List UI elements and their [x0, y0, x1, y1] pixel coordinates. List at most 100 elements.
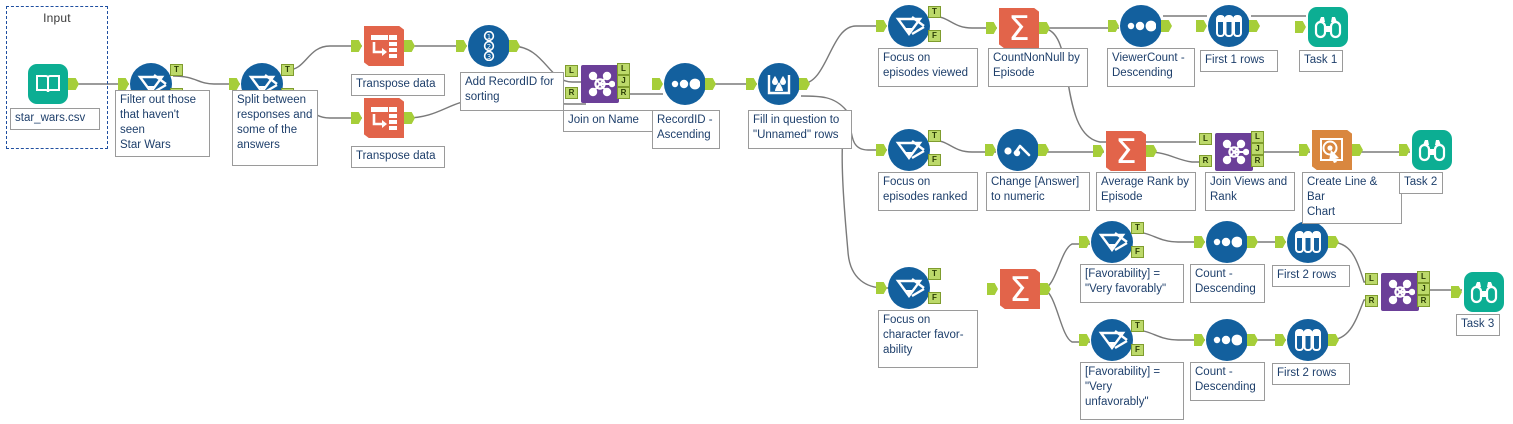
output-anchor-right[interactable]: R	[1417, 295, 1430, 307]
output-anchor-true[interactable]: T	[1131, 222, 1144, 234]
input-anchor-left[interactable]: L	[1199, 133, 1212, 145]
summarize-tool-favcount[interactable]: Σ	[987, 267, 1051, 311]
input-anchor[interactable]	[652, 78, 663, 90]
input-anchor[interactable]	[456, 40, 467, 52]
input-anchor[interactable]	[1295, 21, 1306, 33]
input-data-tool[interactable]	[26, 62, 79, 106]
input-anchor[interactable]	[351, 40, 362, 52]
input-anchor-right[interactable]: R	[1199, 155, 1212, 167]
output-anchor-join[interactable]: J	[1417, 283, 1430, 295]
input-anchor[interactable]	[985, 144, 996, 156]
transpose-tool-top[interactable]	[351, 24, 415, 68]
input-anchor[interactable]	[1275, 334, 1286, 346]
output-anchor[interactable]	[1040, 283, 1051, 295]
output-anchor-left[interactable]: L	[617, 63, 630, 75]
input-anchor[interactable]	[1194, 334, 1205, 346]
output-anchor-true[interactable]: T	[928, 6, 941, 18]
input-anchor-left[interactable]: L	[1365, 273, 1378, 285]
input-anchor[interactable]	[1079, 334, 1090, 346]
output-anchor-true[interactable]: T	[170, 64, 183, 76]
input-anchor[interactable]	[876, 144, 887, 156]
input-anchor[interactable]	[1194, 236, 1205, 248]
input-anchor-right[interactable]: R	[565, 87, 578, 99]
output-anchor-false[interactable]: F	[928, 30, 941, 42]
sample-tool-first1[interactable]	[1196, 4, 1260, 48]
output-anchor-true[interactable]: T	[281, 64, 294, 76]
output-anchor[interactable]	[1161, 20, 1172, 32]
input-anchor[interactable]	[229, 78, 240, 90]
output-anchor[interactable]	[1328, 236, 1339, 248]
output-anchor[interactable]	[1352, 144, 1363, 156]
sort-tool-viewercount[interactable]	[1108, 4, 1172, 48]
input-anchor[interactable]	[746, 78, 757, 90]
summarize-tool-avgrank[interactable]: Σ	[1093, 129, 1157, 173]
input-anchor[interactable]	[876, 20, 887, 32]
browse-tool-task1[interactable]	[1295, 5, 1350, 49]
input-anchor[interactable]	[1451, 286, 1462, 298]
input-anchor[interactable]	[1093, 145, 1104, 157]
connection-wire[interactable]	[800, 25, 887, 85]
output-anchor[interactable]	[1038, 144, 1049, 156]
output-anchor[interactable]	[705, 78, 716, 90]
sort-tool-recordid[interactable]	[652, 62, 716, 106]
transpose-tool-bottom[interactable]	[351, 96, 415, 140]
output-anchor[interactable]	[404, 40, 415, 52]
browse-tool-task3[interactable]	[1451, 270, 1506, 314]
input-anchor[interactable]	[876, 282, 887, 294]
imputation-tool-fill[interactable]	[746, 62, 810, 106]
output-anchor-right[interactable]: R	[1251, 155, 1264, 167]
connection-wire[interactable]	[1147, 151, 1204, 163]
input-anchor-left[interactable]: L	[565, 65, 578, 77]
input-container[interactable]: Input	[6, 6, 108, 149]
output-anchor[interactable]	[509, 40, 520, 52]
output-anchor-false[interactable]: F	[928, 292, 941, 304]
output-anchor[interactable]	[68, 78, 79, 90]
input-anchor[interactable]	[1299, 144, 1310, 156]
output-anchor-left[interactable]: L	[1417, 271, 1430, 283]
select-tool-numeric[interactable]	[985, 128, 1049, 172]
summarize-tool-count[interactable]: Σ	[986, 6, 1050, 50]
output-anchor-join[interactable]: J	[1251, 143, 1264, 155]
output-anchor[interactable]	[1328, 334, 1339, 346]
output-anchor[interactable]	[1247, 334, 1258, 346]
output-anchor[interactable]	[404, 112, 415, 124]
input-anchor[interactable]	[1108, 20, 1119, 32]
output-anchor[interactable]	[1249, 20, 1260, 32]
interactive-chart-tool[interactable]	[1299, 128, 1363, 172]
sample-tool-first2-2[interactable]	[1275, 318, 1339, 362]
output-anchor-false[interactable]: F	[1131, 246, 1144, 258]
output-anchor-false[interactable]: F	[1131, 344, 1144, 356]
input-anchor[interactable]	[1399, 144, 1410, 156]
input-anchor[interactable]	[1275, 236, 1286, 248]
sample-tool-first2-1[interactable]	[1275, 220, 1339, 264]
output-anchor-right[interactable]: R	[617, 87, 630, 99]
output-anchor-true[interactable]: T	[928, 268, 941, 280]
sort-tool-count-desc-2[interactable]	[1194, 318, 1258, 362]
sort-tool-count-desc-1[interactable]	[1194, 220, 1258, 264]
output-anchor[interactable]	[1039, 22, 1050, 34]
input-anchor[interactable]	[351, 112, 362, 124]
browse-tool-task2[interactable]	[1399, 128, 1454, 172]
output-anchor[interactable]	[1146, 145, 1157, 157]
input-anchor[interactable]	[987, 283, 998, 295]
output-anchor-false[interactable]: F	[928, 154, 941, 166]
output-anchor-left[interactable]: L	[1251, 131, 1264, 143]
output-anchor[interactable]	[1247, 236, 1258, 248]
output-anchor-join[interactable]: J	[617, 75, 630, 87]
output-anchor-true[interactable]: T	[1131, 320, 1144, 332]
input-anchor[interactable]	[986, 22, 997, 34]
input-anchor[interactable]	[1196, 20, 1207, 32]
input-anchor[interactable]	[118, 78, 129, 90]
output-anchor[interactable]	[799, 78, 810, 90]
output-anchor-true[interactable]: T	[928, 130, 941, 142]
